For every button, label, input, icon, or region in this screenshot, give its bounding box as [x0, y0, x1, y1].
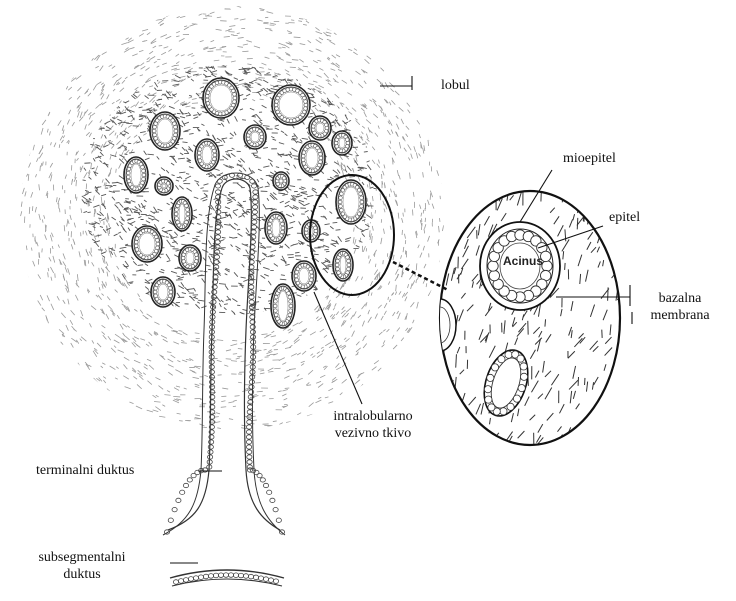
acinus-small [273, 172, 289, 190]
acinus-small [299, 141, 325, 175]
label-subsegmentalni-line1: subsegmentalni [8, 549, 156, 566]
acinus-small [333, 249, 353, 281]
leader-mioepitel [520, 170, 552, 222]
acinus-small [150, 112, 180, 150]
acinus-small [265, 212, 287, 244]
acinus-small [172, 197, 192, 231]
acinus-small [195, 139, 219, 171]
acinus-small [179, 245, 201, 271]
acinus-small [124, 157, 148, 193]
zoom-duct [476, 344, 535, 421]
acinus-small [203, 78, 239, 118]
acinus-small [151, 277, 175, 307]
label-mioepitel: mioepitel [563, 150, 616, 167]
acinus-small [309, 116, 331, 140]
label-bazalna-membrana: bazalna membrana [638, 290, 722, 324]
label-lobul: lobul [441, 77, 470, 94]
acinus-small [332, 131, 352, 155]
acinus-small [155, 177, 173, 195]
label-subsegmentalni-line2: duktus [8, 566, 156, 583]
magnified-view [424, 181, 625, 446]
acinus-small [271, 284, 295, 328]
acinus-small [336, 180, 366, 224]
acinus-small [244, 125, 266, 149]
label-bazalna-line2: membrana [638, 307, 722, 324]
label-intralobularno-line2: vezivno tkivo [318, 425, 428, 442]
label-bazalna-line1: bazalna [638, 290, 722, 307]
lobule-acini [124, 78, 366, 328]
acinus-small [292, 261, 316, 291]
subsegmental-duct [170, 570, 284, 586]
label-intralobularno: intralobularno vezivno tkivo [318, 408, 428, 442]
label-intralobularno-line1: intralobularno [318, 408, 428, 425]
label-epitel: epitel [609, 209, 640, 226]
label-subsegmentalni-duktus: subsegmentalni duktus [8, 549, 156, 583]
acinus-small [132, 226, 162, 262]
acinus-small [272, 85, 310, 125]
label-acinus: Acinus [503, 253, 543, 270]
label-terminalni-duktus: terminalni duktus [36, 462, 134, 479]
